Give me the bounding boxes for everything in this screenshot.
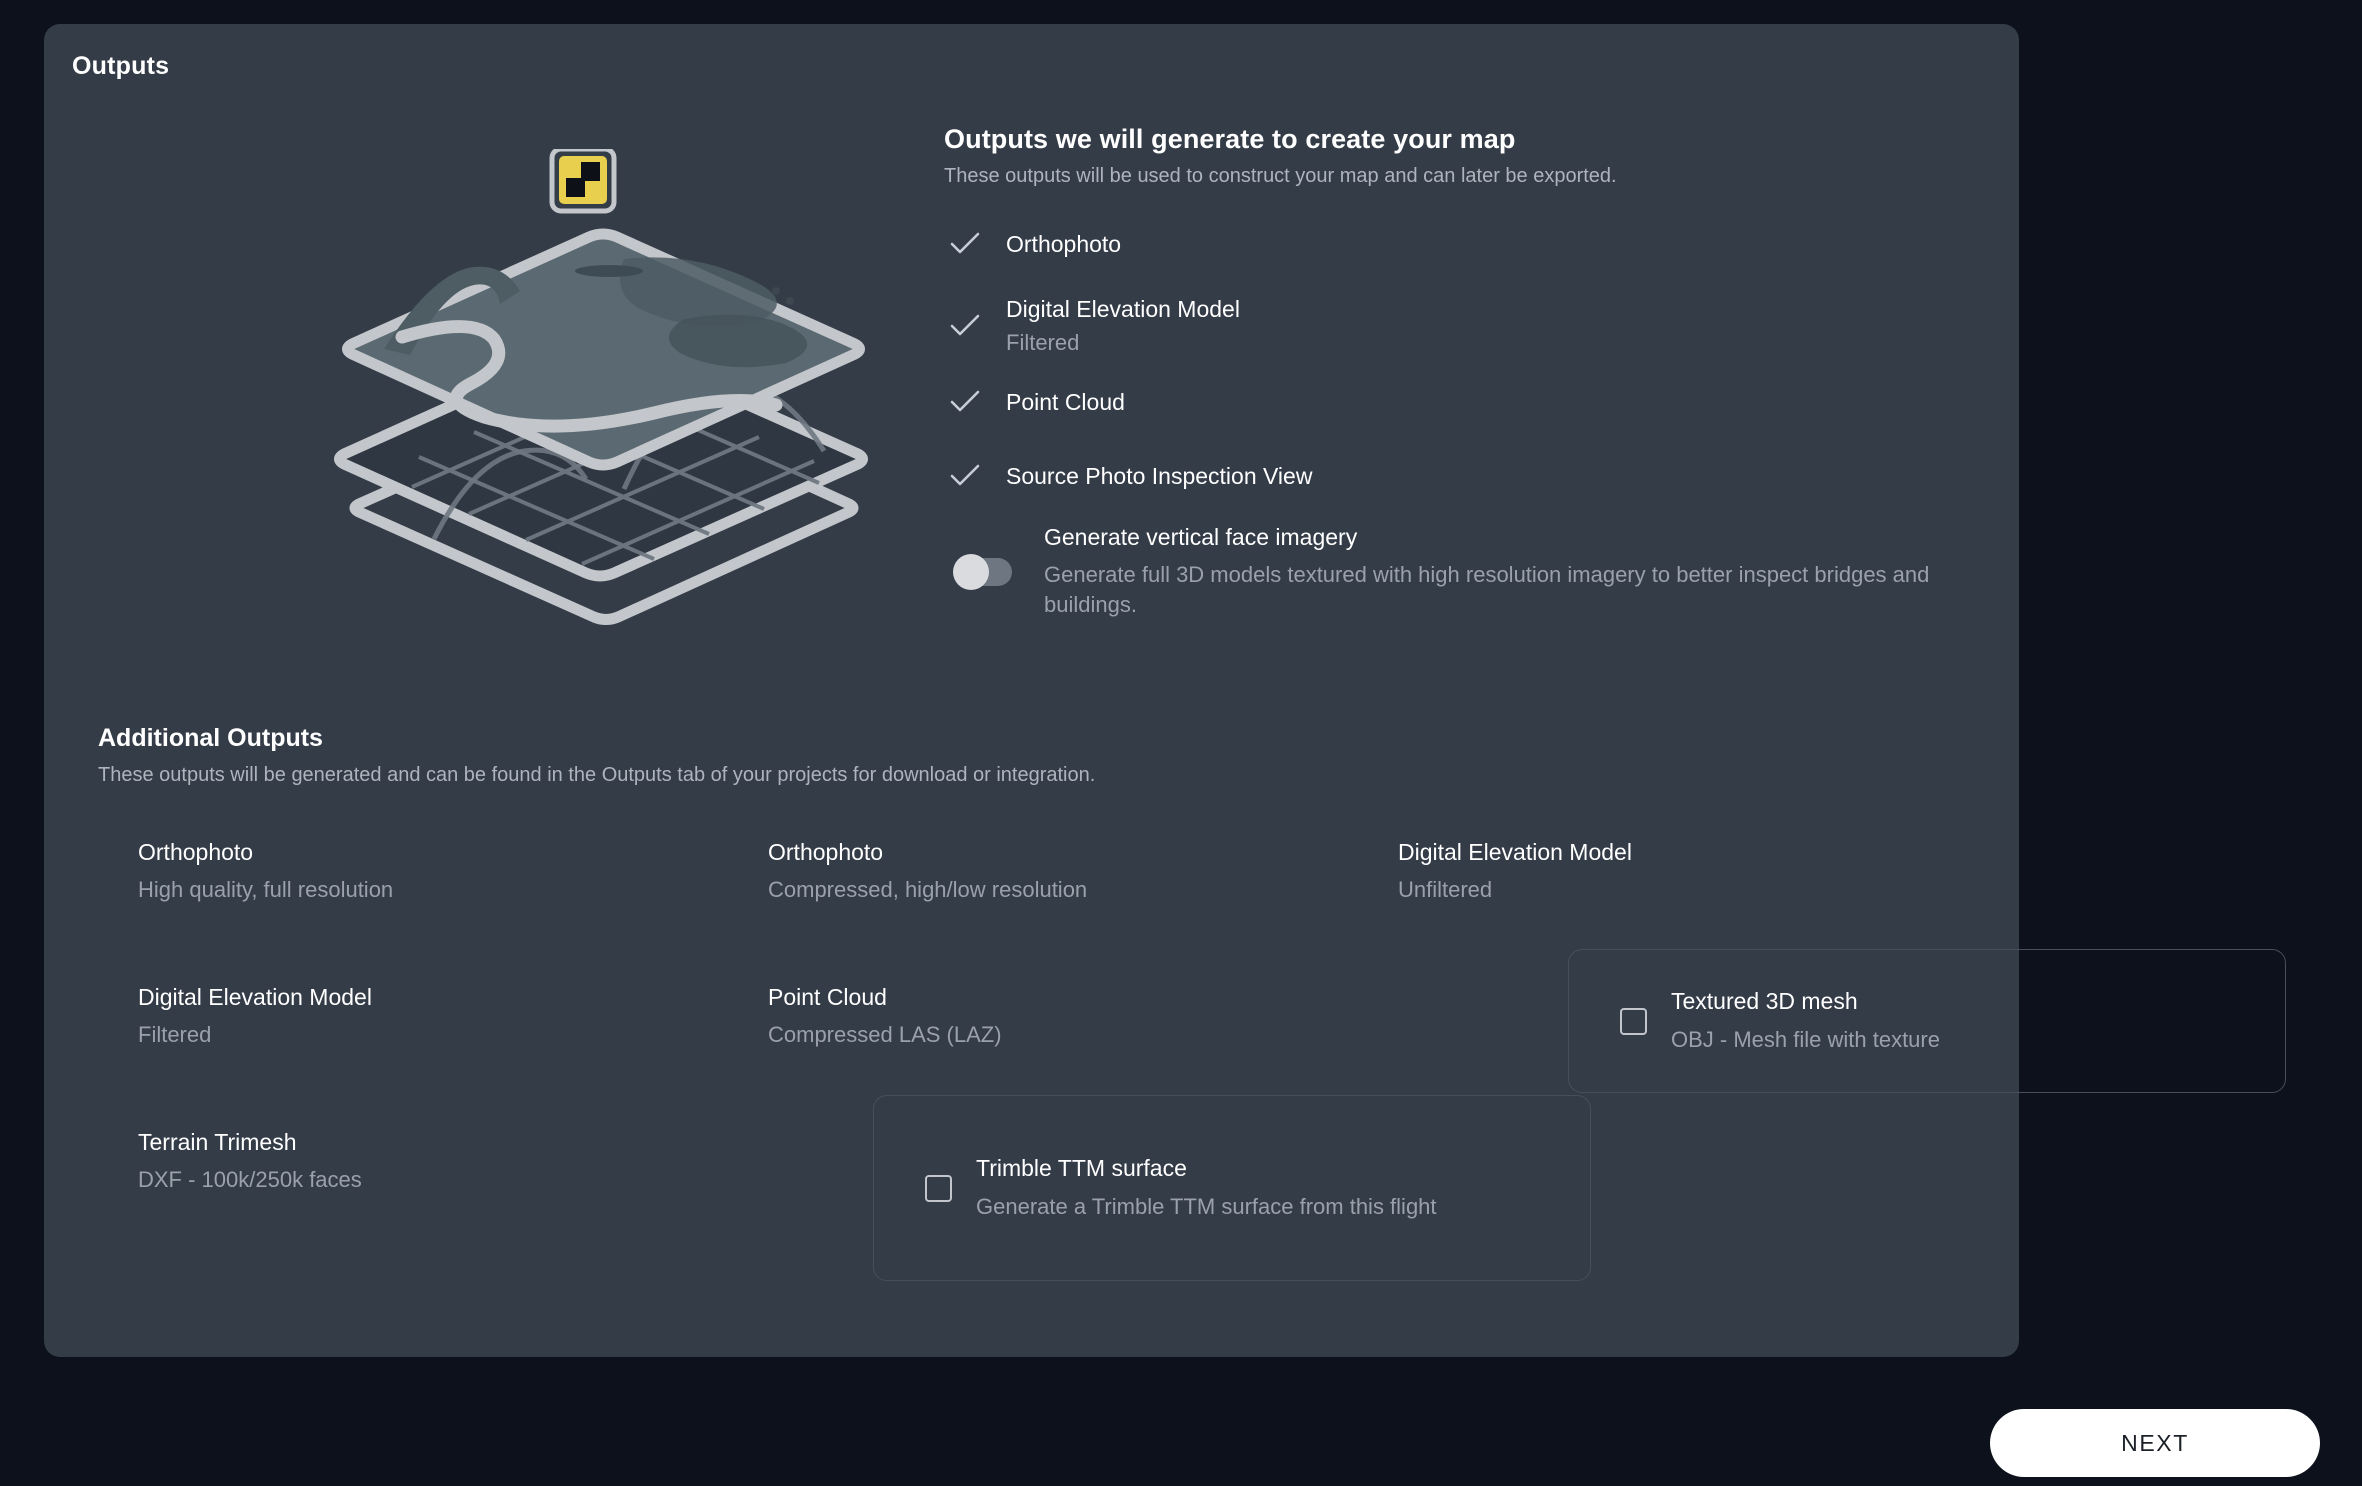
list-item-description: High quality, full resolution bbox=[138, 877, 394, 902]
list-item-description: Compressed LAS (LAZ) bbox=[768, 1022, 1002, 1047]
additional-outputs-row: Terrain Trimesh DXF - 100k/250k faces bbox=[98, 1129, 1988, 1193]
additional-outputs-section: Additional Outputs These outputs will be… bbox=[98, 724, 2286, 1281]
additional-outputs-row: Orthophoto High quality, full resolution… bbox=[98, 839, 1988, 903]
check-icon bbox=[944, 390, 1006, 414]
list-item-label: Orthophoto bbox=[768, 839, 884, 865]
list-item-description: DXF - 100k/250k faces bbox=[138, 1167, 362, 1192]
outputs-checklist-column: Outputs we will generate to create your … bbox=[944, 124, 1964, 619]
list-item: Point Cloud Compressed LAS (LAZ) bbox=[728, 984, 1358, 1048]
checkbox-slot bbox=[900, 1174, 976, 1202]
textured-3d-mesh-checkbox[interactable] bbox=[1619, 1007, 1647, 1035]
list-item: Digital Elevation Model Filtered bbox=[98, 984, 728, 1048]
list-item-description: Filtered bbox=[1006, 330, 1080, 355]
option-card-body: Textured 3D mesh OBJ - Mesh file with te… bbox=[1671, 988, 2259, 1055]
outputs-overview-region: Outputs we will generate to create your … bbox=[44, 104, 2019, 704]
option-card-label: Trimble TTM surface bbox=[976, 1154, 1187, 1181]
check-icon bbox=[944, 464, 1006, 488]
vertical-face-imagery-body: Generate vertical face imagery Generate … bbox=[1044, 524, 1964, 619]
additional-outputs-title: Additional Outputs bbox=[98, 724, 323, 752]
list-item: Source Photo Inspection View bbox=[944, 448, 1964, 504]
list-item-description: Unfiltered bbox=[1398, 877, 1493, 902]
grid-cell: Digital Elevation Model Unfiltered bbox=[1358, 839, 1988, 903]
option-card-description: Generate a Trimble TTM surface from this… bbox=[976, 1193, 1437, 1219]
vertical-face-imagery-toggle[interactable] bbox=[953, 553, 1012, 590]
trimble-ttm-surface-checkbox[interactable] bbox=[924, 1174, 952, 1202]
vertical-face-imagery-description: Generate full 3D models textured with hi… bbox=[1044, 562, 1930, 617]
trimble-ttm-surface-option-card[interactable]: Trimble TTM surface Generate a Trimble T… bbox=[873, 1095, 1591, 1281]
list-item: Terrain Trimesh DXF - 100k/250k faces bbox=[98, 1129, 728, 1193]
map-layers-illustration bbox=[324, 146, 884, 639]
outputs-panel: Outputs bbox=[44, 24, 2286, 1357]
list-item: Orthophoto Compressed, high/low resoluti… bbox=[728, 839, 1358, 903]
additional-outputs-subtitle: These outputs will be generated and can … bbox=[98, 764, 1096, 786]
check-icon bbox=[944, 232, 1006, 256]
vertical-face-imagery-label: Generate vertical face imagery bbox=[1044, 524, 1358, 550]
list-item-label: Point Cloud bbox=[1006, 388, 1125, 415]
list-item-label: Digital Elevation Model bbox=[1006, 296, 1240, 322]
grid-cell: Orthophoto High quality, full resolution bbox=[98, 839, 728, 903]
panel-title: Outputs bbox=[72, 52, 170, 80]
vertical-face-imagery-toggle-slot bbox=[944, 553, 1044, 590]
list-item-body: Digital Elevation Model Filtered bbox=[1006, 296, 1240, 356]
list-item-body: Point Cloud bbox=[1006, 389, 1125, 416]
grid-cell: Terrain Trimesh DXF - 100k/250k faces bbox=[98, 1129, 728, 1193]
grid-cell: Orthophoto Compressed, high/low resoluti… bbox=[728, 839, 1358, 903]
check-icon bbox=[944, 314, 1006, 338]
list-item-description: Filtered bbox=[138, 1022, 212, 1047]
list-item-label: Digital Elevation Model bbox=[1398, 839, 1632, 865]
additional-outputs-row: Digital Elevation Model Filtered Point C… bbox=[98, 984, 1988, 1048]
gcp-marker-icon bbox=[549, 146, 617, 214]
list-item-label: Digital Elevation Model bbox=[138, 984, 372, 1010]
list-item-label: Terrain Trimesh bbox=[138, 1129, 297, 1155]
list-item-body: Orthophoto bbox=[1006, 231, 1121, 258]
option-card-label: Textured 3D mesh bbox=[1671, 987, 1858, 1014]
option-card-body: Trimble TTM surface Generate a Trimble T… bbox=[976, 1155, 1564, 1222]
vertical-face-imagery-row: Generate vertical face imagery Generate … bbox=[944, 524, 1964, 619]
next-button[interactable]: NEXT bbox=[1990, 1409, 2320, 1477]
list-item-label: Orthophoto bbox=[138, 839, 254, 865]
list-item: Digital Elevation Model Unfiltered bbox=[1358, 839, 1988, 903]
toggle-knob bbox=[953, 553, 989, 590]
list-item-description: Compressed, high/low resolution bbox=[768, 877, 1088, 902]
list-item: Orthophoto High quality, full resolution bbox=[98, 839, 728, 903]
grid-cell: Digital Elevation Model Filtered bbox=[98, 984, 728, 1048]
list-item: Digital Elevation Model Filtered bbox=[944, 290, 1964, 362]
list-item-body: Source Photo Inspection View bbox=[1006, 463, 1312, 490]
page-title: Outputs we will generate to create your … bbox=[944, 124, 1516, 154]
generated-outputs-list: Orthophoto Digital Elevation Model Filte… bbox=[944, 216, 1964, 619]
list-item: Orthophoto bbox=[944, 216, 1964, 272]
page-subtitle: These outputs will be used to construct … bbox=[944, 165, 1617, 187]
list-item-label: Source Photo Inspection View bbox=[1006, 462, 1313, 489]
map-layers-illustration-svg bbox=[334, 146, 868, 625]
grid-cell: Point Cloud Compressed LAS (LAZ) bbox=[728, 984, 1358, 1048]
checkbox-slot bbox=[1595, 1007, 1671, 1035]
list-item-label: Orthophoto bbox=[1006, 230, 1122, 257]
list-item-label: Point Cloud bbox=[768, 984, 887, 1010]
textured-3d-mesh-option-card[interactable]: Textured 3D mesh OBJ - Mesh file with te… bbox=[1568, 949, 2286, 1093]
list-item: Point Cloud bbox=[944, 374, 1964, 430]
option-card-description: OBJ - Mesh file with texture bbox=[1671, 1026, 1940, 1052]
